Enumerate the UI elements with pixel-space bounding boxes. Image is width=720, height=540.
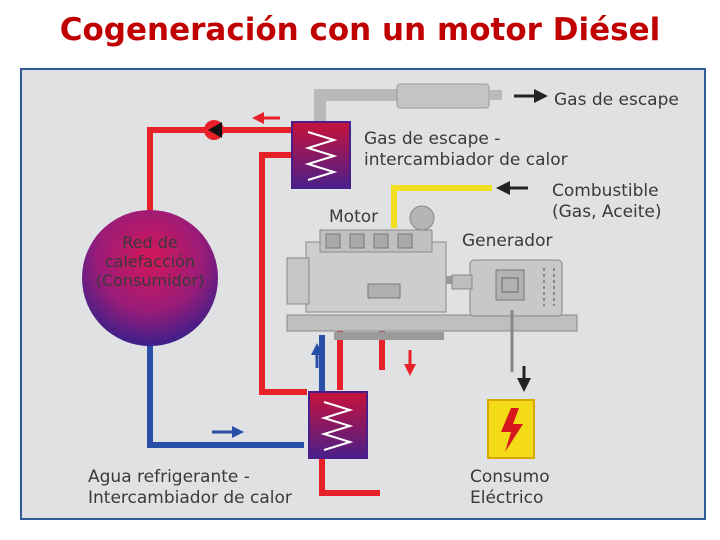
exhaust-arrow-icon xyxy=(534,89,548,103)
generator xyxy=(451,259,563,317)
fuel-arrow-icon xyxy=(496,181,510,195)
heating-network-label-3: (Consumidor) xyxy=(96,271,205,290)
label-exhaust-gas: Gas de escape xyxy=(554,90,679,110)
label-exhaust-hx-2: intercambiador de calor xyxy=(364,150,568,170)
label-electric-1: Consumo xyxy=(470,467,550,487)
label-exhaust-hx-1: Gas de escape - xyxy=(364,129,500,149)
label-fuel-1: Combustible xyxy=(552,181,659,201)
electric-arrow-icon xyxy=(517,378,531,392)
page-title: Cogeneración con un motor Diésel xyxy=(59,12,661,48)
exhaust-silencer xyxy=(396,83,490,109)
fuel-line xyxy=(391,181,528,228)
cogeneration-diagram: Red de calefacción (Consumidor) xyxy=(82,83,679,508)
label-coolant-hx-1: Agua refrigerante - xyxy=(88,467,250,487)
heating-network-label-2: calefacción xyxy=(105,252,195,271)
heating-network-label-1: Red de xyxy=(122,233,177,252)
flow-arrows xyxy=(212,112,416,438)
label-electric-2: Eléctrico xyxy=(470,488,543,508)
heating-network: Red de calefacción (Consumidor) xyxy=(82,210,218,346)
exhaust-heat-exchanger-icon xyxy=(291,121,351,189)
label-coolant-hx-2: Intercambiador de calor xyxy=(88,488,292,508)
label-fuel-2: (Gas, Aceite) xyxy=(552,202,662,222)
diagram-panel: Red de calefacción (Consumidor) xyxy=(20,68,706,520)
label-generator: Generador xyxy=(462,231,552,251)
cold-water-pipes xyxy=(147,335,325,448)
lightning-bolt-icon xyxy=(487,399,535,459)
engine xyxy=(286,205,578,340)
pump-icon xyxy=(204,120,224,140)
coolant-heat-exchanger-icon xyxy=(308,391,368,459)
label-engine: Motor xyxy=(329,207,378,227)
electric-line xyxy=(510,310,531,392)
